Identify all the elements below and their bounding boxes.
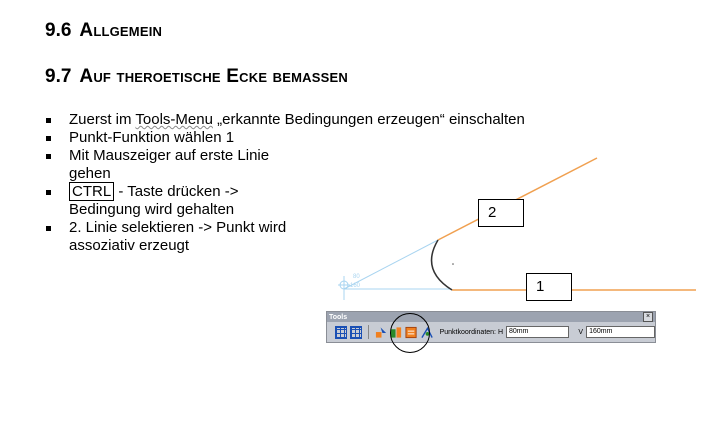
construction-line-upper	[343, 239, 439, 290]
bullet-icon	[46, 154, 51, 159]
list-item: Zuerst im Tools-Menu „erkannte Bedingung…	[44, 111, 525, 129]
fillet-arc	[430, 239, 453, 291]
point-tool-icon[interactable]	[375, 326, 387, 339]
toolbar-row: Punktkoordinaten: H 80mm V 160mm	[327, 322, 655, 342]
bullet-icon	[46, 190, 51, 195]
toolbar-separator	[368, 325, 370, 339]
bullet-icon	[46, 136, 51, 141]
tools-menu-reference: Tools-Menu	[135, 111, 213, 128]
heading-title: Allgemein	[79, 20, 163, 41]
heading-number: 9.6	[45, 20, 72, 41]
ctrl-key-label: CTRL	[69, 182, 115, 201]
toolbar-title: Tools	[329, 313, 348, 321]
close-icon[interactable]: ×	[643, 312, 653, 322]
toolbar-titlebar[interactable]: Tools ×	[327, 312, 655, 322]
grid-icon[interactable]	[335, 325, 348, 339]
v-label: V	[578, 328, 584, 336]
list-item: 2. Linie selektieren -> Punkt wird assoz…	[44, 219, 309, 255]
h-coordinate-input[interactable]: 80mm	[506, 326, 570, 338]
snap-grid-icon[interactable]	[350, 325, 363, 339]
tools-toolbar: Tools × Punktkoordinaten: H 80mm V 160mm	[326, 311, 656, 343]
list-item: Mit Mauszeiger auf erste Linie gehen	[44, 147, 309, 183]
list-item: Punkt-Funktion wählen 1	[44, 129, 525, 147]
heading-theoretische-ecke: 9.7 Auf theroetische Ecke bemassen	[45, 66, 348, 88]
label-1-box: 1	[526, 273, 572, 301]
list-item: CTRL - Taste drücken -> Bedingung wird g…	[44, 182, 309, 219]
highlight-circle	[390, 313, 430, 353]
bullet-icon	[46, 226, 51, 231]
dimension-bottom: 160	[350, 283, 361, 289]
heading-number: 9.7	[45, 66, 72, 87]
coordinate-label: Punktkoordinaten: H	[439, 328, 504, 336]
label-2-box: 2	[478, 199, 524, 227]
bullet-icon	[46, 118, 51, 123]
arc-center	[452, 263, 454, 265]
instruction-list: Zuerst im Tools-Menu „erkannte Bedingung…	[44, 111, 525, 255]
heading-allgemein: 9.6 Allgemein	[45, 20, 162, 42]
heading-title: Auf theroetische Ecke bemassen	[79, 66, 348, 87]
dimension-top: 80	[353, 274, 360, 280]
v-coordinate-input[interactable]: 160mm	[586, 326, 655, 338]
